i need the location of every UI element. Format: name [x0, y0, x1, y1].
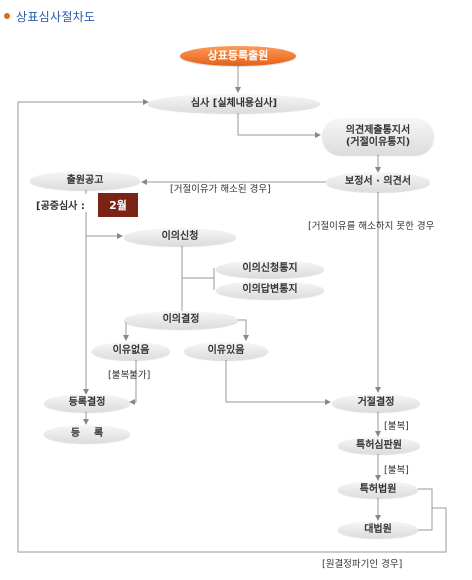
node-objection-reply: 이의답변통지	[216, 281, 324, 299]
node-registration-decision: 등록결정	[44, 394, 130, 412]
audit-period-badge: 2월	[98, 193, 138, 217]
node-application: 상표등록출원	[180, 46, 296, 66]
node-patent-court: 특허법원	[338, 481, 418, 498]
bullet-icon	[4, 13, 10, 19]
line-court-bracket	[418, 488, 433, 531]
label-no-appeal: [불복불가]	[108, 370, 151, 381]
node-opinion-notice: 의견제출통지서 (거절이유통지)	[322, 118, 434, 155]
arrow-decision-hasreason	[238, 319, 249, 341]
node-refusal-decision: 거절결정	[332, 394, 420, 412]
arrow-noreason-reg	[129, 360, 137, 405]
node-registration: 등 록	[44, 425, 130, 443]
line-objection-notices	[182, 268, 215, 290]
node-objection-decision: 이의결정	[124, 311, 238, 329]
page-title-text: 상표심사절차도	[16, 9, 96, 24]
label-resolved: [거절이유가 해소된 경우]	[170, 184, 271, 195]
node-objection-notice: 이의신청통지	[216, 260, 324, 278]
arrow-hasreason-refusal	[225, 360, 331, 405]
node-examination: 심사 [실체내용심사]	[148, 94, 320, 113]
node-publication: 출원공고	[30, 171, 140, 190]
node-supreme-court: 대법원	[338, 521, 418, 538]
audit-label: [공중심사 :	[36, 201, 85, 212]
label-remand: [원결정파기인 경우]	[322, 559, 403, 570]
page-title: 상표심사절차도	[4, 6, 95, 26]
node-trial-board: 특허심판원	[338, 437, 420, 454]
node-amendment: 보정서 · 의견서	[326, 172, 430, 192]
label-appeal-1: [불복]	[384, 421, 409, 432]
node-no-reason: 이유없음	[92, 342, 170, 360]
arrow-exam-notice	[237, 113, 321, 138]
node-objection: 이의신청	[124, 228, 236, 246]
arrow-remand-exam	[17, 99, 447, 553]
label-appeal-2: [불복]	[384, 465, 409, 476]
label-unresolved: [거절이유를 해소하지 못한 경우	[308, 221, 435, 232]
node-has-reason: 이유있음	[184, 342, 268, 360]
